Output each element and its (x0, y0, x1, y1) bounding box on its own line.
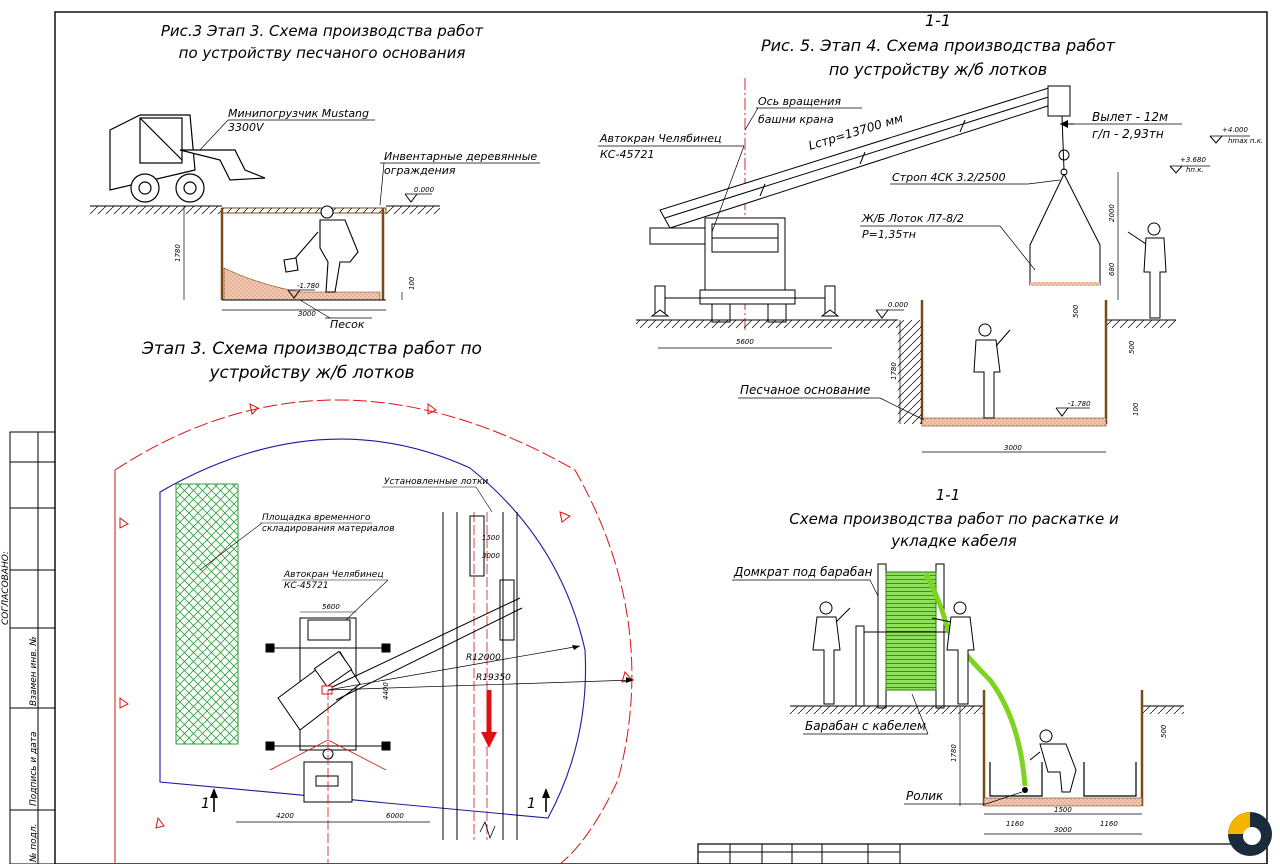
cable-dim-1160b: 1160 (1100, 820, 1118, 828)
worker-shovel-icon (283, 205, 359, 293)
cable-dim-1780: 1780 (950, 744, 958, 762)
worker-signal-icon (1127, 222, 1167, 319)
plan-title-2: устройству ж/б лотков (208, 363, 414, 383)
sign-date-label: Подпись и дата (29, 731, 39, 806)
cable-drum (885, 571, 937, 691)
sling-label: Строп 4СК 3.2/2500 (892, 171, 1006, 184)
section-right: 1 (527, 796, 536, 812)
dim-500b: 500 (1128, 340, 1136, 354)
fig3-level-bottom: -1.780 (297, 282, 320, 290)
axis-label-1: Ось вращения (758, 95, 841, 108)
crane-plan-icon (265, 597, 523, 803)
sand-base-label: Песчаное основание (740, 383, 870, 397)
section-left: 1 (201, 796, 210, 812)
dim-500a: 500 (1072, 304, 1080, 318)
cable-dim-1160a: 1160 (1006, 820, 1024, 828)
orig-no-label: № подл. (29, 824, 39, 863)
cable-dim-3000: 3000 (1054, 826, 1072, 834)
hmax-level: +4.000 (1222, 126, 1248, 134)
dim-3000: 3000 (1004, 444, 1022, 452)
worker-trench-icon (973, 323, 1011, 419)
storage-label-1: Площадка временного (262, 513, 371, 523)
dim-100: 100 (1132, 402, 1140, 416)
tray-label-1: Ж/Б Лоток Л7-8/2 (861, 212, 964, 225)
fig3-dim-width: 3000 (298, 310, 316, 318)
title-block (697, 843, 1268, 864)
crane-label-1: Автокран Челябинец (599, 132, 722, 145)
fig5-section-mark: 1-1 (925, 11, 951, 30)
fig5-level-bottom: -1.780 (1068, 400, 1091, 408)
cable-section-mark: 1-1 (936, 486, 961, 504)
storage-area (175, 483, 239, 745)
plan-crane-label-2: КС-45721 (284, 581, 329, 591)
plan-dim-3000: 3000 (482, 552, 500, 560)
pk-level: +3.680 (1180, 156, 1206, 164)
fig5-title-2: по устройству ж/б лотков (829, 60, 1047, 79)
cable-title-1: Схема производства работ по раскатке и (789, 510, 1119, 528)
plan-view: Этап 3. Схема производства работ по устр… (114, 339, 635, 864)
cable-title-2: укладке кабеля (890, 532, 1017, 550)
loader-label-1: Минипогрузчик Mustang (228, 107, 369, 120)
cable-dim-500: 500 (1160, 724, 1168, 738)
plan-dim-4400: 4400 (382, 682, 390, 700)
crane-boom (659, 85, 1071, 229)
worker-drum-left-icon (812, 601, 851, 705)
worker-drum-right-icon (931, 601, 975, 705)
agreed-label: СОГЛАСОВАНО: (1, 551, 11, 625)
radius-r1: R12000 (466, 653, 501, 663)
dim-1780: 1780 (890, 362, 898, 380)
sand-label: Песок (330, 318, 365, 331)
crane-label-2: КС-45721 (600, 148, 654, 161)
plan-dim-6000: 6000 (386, 812, 404, 820)
cable-laying: 1-1 Схема производства работ по раскатке… (732, 486, 1184, 835)
cable-line (923, 572, 1028, 787)
hmax-label: hmax п.к. (1228, 137, 1263, 145)
fig5-crane: 1-1 Рис. 5. Этап 4. Схема производства р… (598, 11, 1263, 453)
mini-loader-icon (109, 114, 266, 203)
fig3-title-1: Рис.3 Этап 3. Схема производства работ (161, 22, 485, 40)
fence-label-1: Инвентарные деревянные (384, 150, 537, 163)
brand-logo-icon (1228, 812, 1272, 856)
fig5-level-top: 0.000 (888, 301, 909, 309)
fig3-level-top: 0.000 (414, 186, 435, 194)
tray-label-2: Р=1,35тн (862, 228, 916, 241)
fig3-title-2: по устройству песчаного основания (179, 44, 466, 62)
axis-label-2: башни крана (758, 113, 834, 126)
installed-label: Установленные лотки (384, 477, 488, 487)
radius-r2: R19350 (476, 673, 511, 683)
reach-label-1: Вылет - 12м (1092, 110, 1168, 124)
truck-crane-icon (649, 217, 840, 323)
loader-label-2: 3300V (228, 121, 265, 134)
worker-crouch-icon (1029, 729, 1077, 793)
dim-680: 680 (1108, 262, 1116, 276)
fig3-sand-base: Рис.3 Этап 3. Схема производства работ п… (90, 22, 540, 331)
drum-label: Барабан с кабелем (805, 719, 926, 733)
roller-label: Ролик (906, 789, 944, 803)
cable-dim-1500: 1500 (1054, 806, 1072, 814)
plan-dim-4200: 4200 (276, 812, 294, 820)
fence-label-2: ограждения (384, 164, 456, 177)
storage-label-2: складирования материалов (262, 524, 395, 534)
fig3-dim-depth: 1780 (174, 244, 182, 262)
dim-5600: 5600 (736, 338, 754, 346)
replace-inv-label: Взамен инв. № (29, 636, 39, 706)
fig3-dim-sand: 100 (408, 276, 416, 290)
reach-label-2: г/п - 2,93тн (1092, 127, 1164, 141)
plan-dim-5600: 5600 (322, 603, 340, 611)
jack-label: Домкрат под барабан (733, 565, 873, 579)
direction-arrow-icon (481, 732, 497, 748)
plan-title-1: Этап 3. Схема производства работ по (141, 339, 482, 359)
pk-label: hп.к. (1186, 166, 1204, 174)
roller-icon (1022, 787, 1028, 793)
fig5-title-1: Рис. 5. Этап 4. Схема производства работ (761, 36, 1116, 55)
side-stamp: СОГЛАСОВАНО: Взамен инв. № Подпись и дат… (1, 431, 56, 864)
plan-crane-label-1: Автокран Челябинец (283, 570, 383, 580)
dim-2000: 2000 (1108, 204, 1116, 222)
plan-dim-1500: 1500 (482, 534, 500, 542)
